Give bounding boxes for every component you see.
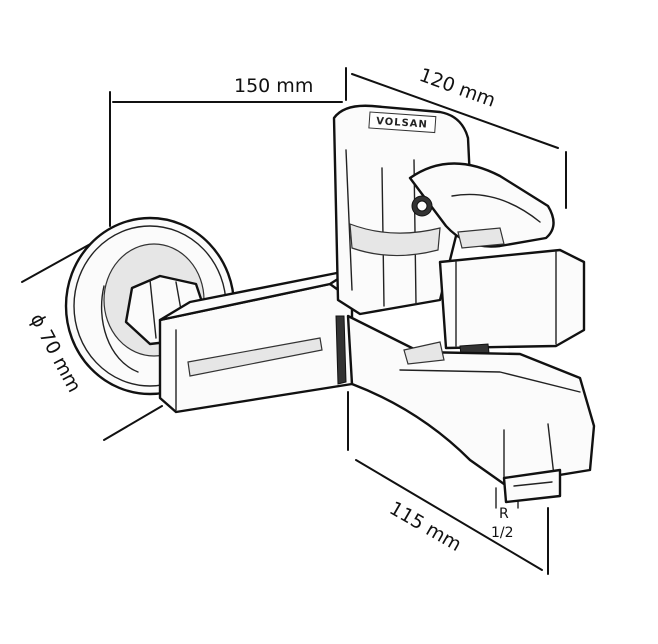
diameter-line-bottom <box>103 405 163 441</box>
diameter-line-top <box>21 241 95 283</box>
flange-highlight <box>100 285 139 373</box>
spout-reflection <box>403 341 445 365</box>
spout-top-edge <box>399 369 581 393</box>
spout <box>346 314 596 504</box>
lever-edge <box>451 193 541 223</box>
body-reflection <box>187 337 323 377</box>
body-joint <box>335 315 347 385</box>
faucet-body <box>158 268 354 414</box>
dimension-line-120 <box>351 73 559 149</box>
diverter-block <box>438 248 586 365</box>
diverter-front <box>438 248 586 350</box>
thread-r-label: R <box>499 506 509 522</box>
thread-size-label: 1/2 <box>491 525 514 541</box>
depth-label: 120 mm <box>416 64 498 112</box>
spout-label: 115 mm <box>386 497 466 556</box>
lever-handle <box>408 162 555 249</box>
brand-plate <box>368 111 437 134</box>
spout-facets <box>503 423 555 483</box>
brand-label: VOLSAN <box>376 116 428 131</box>
width-label: 150 mm <box>234 75 313 97</box>
diverter-edges <box>455 251 557 347</box>
lever-shadow <box>457 227 505 249</box>
housing-band <box>349 223 441 257</box>
indicator-dot <box>416 200 428 212</box>
cartridge-housing: VOLSAN <box>332 104 472 316</box>
spout-outlet <box>502 468 562 504</box>
dimension-line-115 <box>355 459 543 571</box>
dimension-150mm: 150 mm <box>109 67 347 227</box>
aerator-line <box>513 481 553 487</box>
